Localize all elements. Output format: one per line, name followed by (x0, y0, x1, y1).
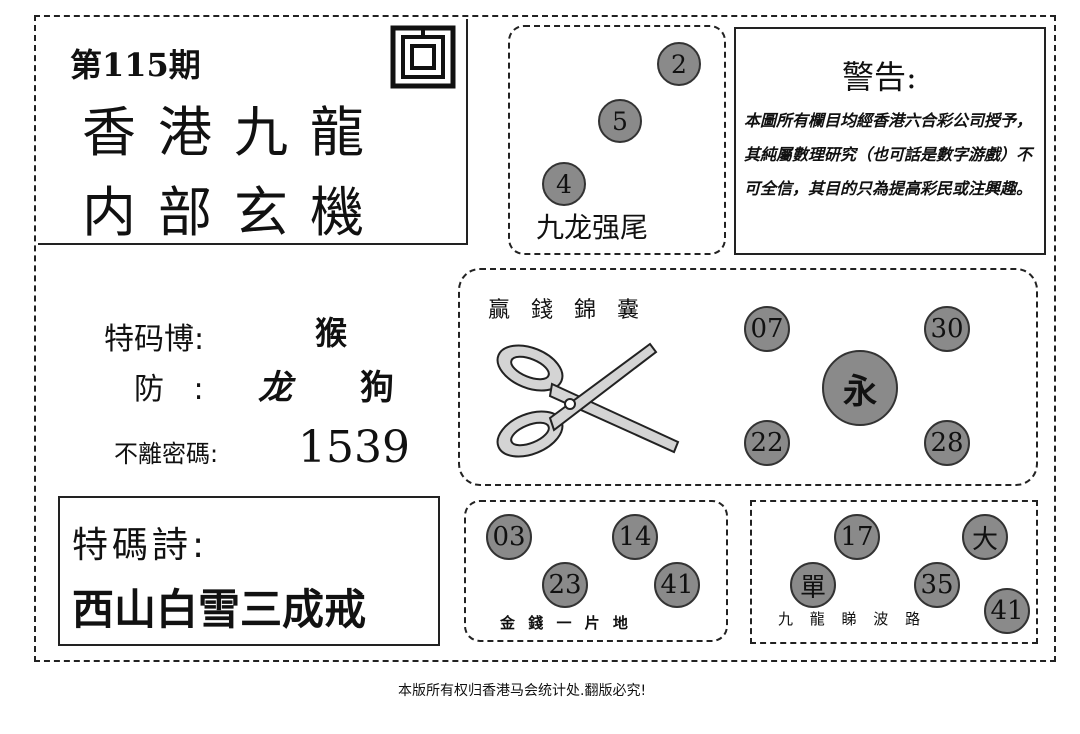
golden-land-ball-1: 03 (486, 514, 532, 560)
title-box (38, 19, 468, 245)
nine-dragon-ball-1: 2 (657, 42, 701, 86)
poem-text: 西山白雪三成戒 (72, 585, 367, 634)
wave-path-caption: 九 龍 睇 波 路 (778, 610, 921, 628)
nine-dragon-ball-3: 4 (542, 162, 586, 206)
special-value: 猴 (315, 314, 348, 352)
guard-value-2: 狗 (360, 368, 394, 408)
page-frame (34, 15, 1056, 662)
money-bag-ball-1: 07 (744, 306, 790, 352)
golden-land-ball-3: 23 (542, 562, 588, 608)
nine-dragon-caption: 九龙强尾 (536, 211, 649, 244)
warning-title: 警告: (842, 58, 917, 96)
wave-path-box (750, 500, 1038, 644)
guard-label: 防 : (134, 372, 204, 407)
money-bag-center-ball: 永 (822, 350, 898, 426)
golden-land-box (464, 500, 728, 642)
money-bag-ball-2: 30 (924, 306, 970, 352)
footer-copyright: 本版所有权归香港马会统计处.翻版必究! (398, 683, 647, 699)
wave-path-ball-3: 單 (790, 562, 836, 608)
logo-icon (390, 25, 456, 89)
wave-path-ball-1: 17 (834, 514, 880, 560)
nine-dragon-box (508, 25, 726, 255)
money-bag-ball-4: 28 (924, 420, 970, 466)
wave-path-ball-2: 大 (962, 514, 1008, 560)
money-bag-caption: 贏 錢 錦 囊 (488, 298, 639, 323)
golden-land-ball-2: 14 (612, 514, 658, 560)
title-line-1: 香港九龍 (82, 101, 386, 164)
money-bag-box (458, 268, 1038, 486)
nine-dragon-ball-2: 5 (598, 99, 642, 143)
special-label: 特码博: (104, 322, 205, 357)
code-label: 不離密碼: (114, 440, 219, 468)
code-value: 1539 (298, 422, 410, 473)
wave-path-ball-4: 35 (914, 562, 960, 608)
money-bag-ball-3: 22 (744, 420, 790, 466)
issue-label: 第115期 (70, 46, 201, 84)
poem-box (58, 496, 440, 646)
title-line-2: 内部玄機 (82, 181, 386, 244)
poem-label: 特碼詩: (72, 525, 209, 566)
warning-body: 本圖所有欄目均經香港六合彩公司授予，其純屬數理研究（也可話是數字游戲）不可全信，… (744, 111, 1033, 198)
guard-value-1: 龙 (258, 368, 292, 408)
warning-box (734, 27, 1046, 255)
golden-land-ball-4: 41 (654, 562, 700, 608)
scissors-icon (496, 342, 680, 458)
wave-path-ball-5: 41 (984, 588, 1030, 634)
golden-land-caption: 金 錢 一 片 地 (500, 614, 628, 632)
